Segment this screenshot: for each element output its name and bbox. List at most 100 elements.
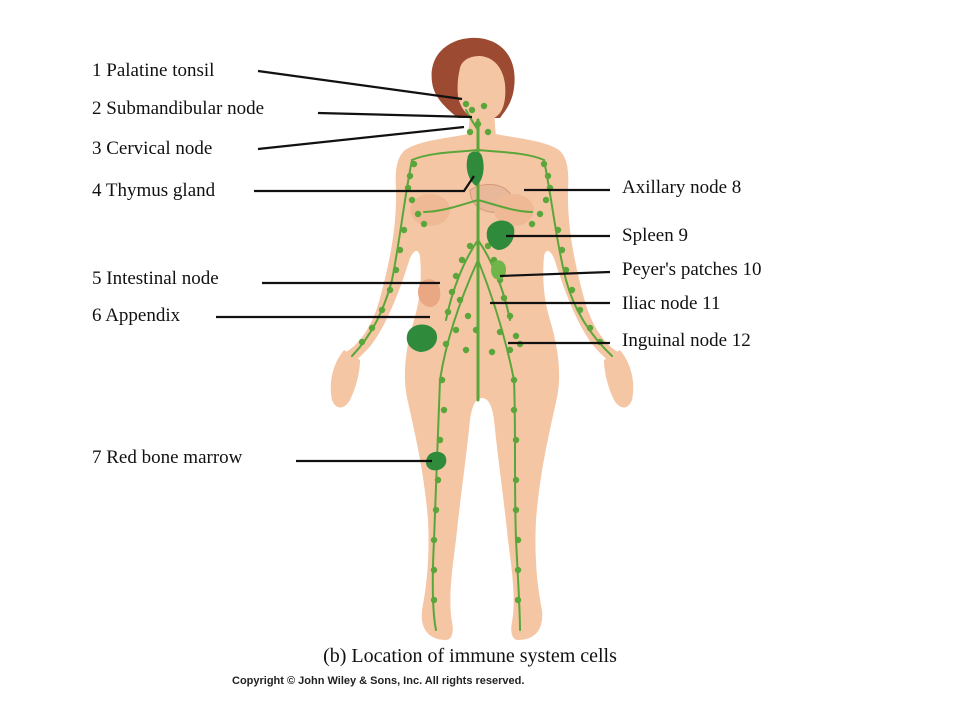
lymph-node-dot: [500, 294, 508, 302]
lymph-node-dot: [452, 326, 460, 334]
lymph-node-dot: [514, 596, 522, 604]
lymph-node-dot: [506, 312, 514, 320]
right-hand: [604, 350, 634, 408]
lymph-nodes: [358, 100, 604, 604]
lymph-node-dot: [448, 288, 456, 296]
lymph-node-dot: [496, 328, 504, 336]
lymph-node-dot: [484, 242, 492, 250]
lymph-node-dot: [392, 266, 400, 274]
lymph-node-dot: [540, 160, 548, 168]
lymph-node-dot: [480, 102, 488, 110]
thymus-gland: [466, 151, 484, 186]
lymph-node-dot: [462, 346, 470, 354]
label-spleen: Spleen 9: [622, 225, 688, 246]
label-iliac-node: Iliac node 11: [622, 293, 721, 314]
lymph-node-dot: [386, 286, 394, 294]
lymph-node-dot: [442, 340, 450, 348]
lymph-node-dot: [586, 324, 594, 332]
lymph-node-dot: [368, 324, 376, 332]
lymph-node-dot: [466, 128, 474, 136]
lymph-node-dot: [406, 172, 414, 180]
label-thymus-gland: 4 Thymus gland: [92, 180, 216, 201]
lymph-node-dot: [488, 348, 496, 356]
label-inguinal-node: Inguinal node 12: [622, 330, 751, 351]
figure-caption: (b) Location of immune system cells: [323, 645, 617, 667]
lymph-node-dot: [512, 332, 520, 340]
lymph-node-dot: [536, 210, 544, 218]
label-palatine-tonsil: 1 Palatine tonsil: [92, 60, 215, 81]
lymph-node-dot: [378, 306, 386, 314]
lymph-node-dot: [514, 566, 522, 574]
lymph-node-dot: [474, 120, 482, 128]
lymph-node-dot: [468, 106, 476, 114]
organs: [406, 151, 515, 471]
label-appendix: 6 Appendix: [92, 305, 181, 326]
lymph-node-dot: [472, 326, 480, 334]
lymph-node-dot: [430, 536, 438, 544]
red-bone-marrow: [425, 451, 447, 471]
left-hand: [330, 350, 360, 408]
lymph-node-dot: [466, 242, 474, 250]
lymph-node-dot: [396, 246, 404, 254]
label-axillary-node: Axillary node 8: [622, 177, 742, 198]
lymph-node-dot: [404, 184, 412, 192]
lymph-node-dot: [562, 266, 570, 274]
lymph-node-dot: [456, 296, 464, 304]
label-peyers-patches: Peyer's patches 10: [622, 259, 762, 280]
lymph-node-dot: [430, 566, 438, 574]
lymph-node-dot: [464, 312, 472, 320]
lymph-node-dot: [444, 308, 452, 316]
left-breast: [410, 194, 450, 226]
leader-line-10: [499, 270, 611, 278]
leader-line-2: [317, 111, 473, 119]
appendix: [406, 324, 438, 352]
spleen: [486, 220, 515, 250]
lymph-node-dot: [420, 220, 428, 228]
lymph-node-dot: [432, 506, 440, 514]
lymph-node-dot: [510, 406, 518, 414]
lymph-node-dot: [506, 346, 514, 354]
peyers-patches: [491, 260, 506, 280]
lymph-node-dot: [510, 376, 518, 384]
lymph-node-dot: [414, 210, 422, 218]
leader-line-3: [257, 125, 465, 151]
lymph-node-dot: [512, 476, 520, 484]
label-intestinal-node: 5 Intestinal node: [92, 268, 219, 289]
face: [457, 56, 506, 121]
lymph-node-dot: [358, 338, 366, 346]
lymph-node-dot: [512, 436, 520, 444]
lymph-node-dot: [484, 128, 492, 136]
leader-line-1: [257, 69, 463, 101]
lymph-node-dot: [528, 220, 536, 228]
lymph-node-dot: [512, 506, 520, 514]
lymph-node-dot: [458, 256, 466, 264]
lymph-node-dot: [554, 226, 562, 234]
lymph-node-dot: [434, 476, 442, 484]
lymph-node-dot: [400, 226, 408, 234]
label-cervical-node: 3 Cervical node: [92, 138, 213, 159]
lymph-node-dot: [558, 246, 566, 254]
label-red-bone-marrow: 7 Red bone marrow: [92, 447, 243, 468]
lymph-node-dot: [440, 406, 448, 414]
lymph-node-dot: [438, 376, 446, 384]
body-silhouette: [330, 37, 634, 640]
lymph-node-dot: [462, 100, 470, 108]
label-submandibular-node: 2 Submandibular node: [92, 98, 265, 119]
lymph-node-dot: [576, 306, 584, 314]
lymph-node-dot: [568, 286, 576, 294]
lymph-node-dot: [408, 196, 416, 204]
lymph-node-dot: [544, 172, 552, 180]
intestine: [418, 279, 441, 308]
leader-lines: [216, 69, 611, 463]
lymph-node-dot: [514, 536, 522, 544]
copyright-notice: Copyright © John Wiley & Sons, Inc. All …: [232, 675, 525, 687]
leader-line-4: [254, 175, 475, 193]
lymph-node-dot: [410, 160, 418, 168]
lymph-node-dot: [436, 436, 444, 444]
lymph-node-dot: [430, 596, 438, 604]
torso: [342, 134, 622, 640]
lymph-node-dot: [452, 272, 460, 280]
lymph-node-dot: [542, 196, 550, 204]
